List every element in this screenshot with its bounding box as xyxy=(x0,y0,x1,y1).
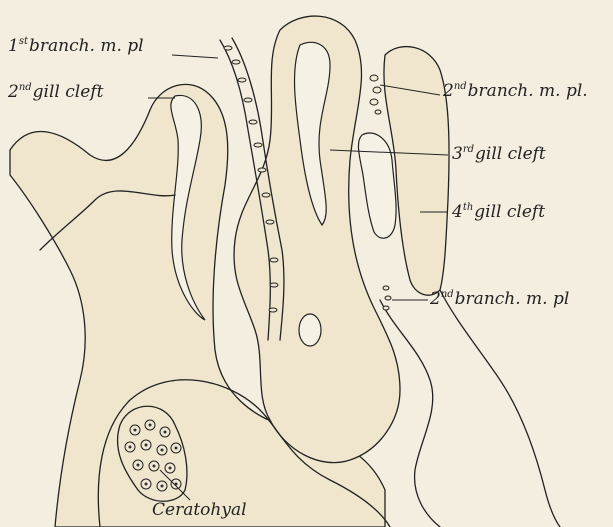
gill-cleft-4 xyxy=(358,133,396,238)
label-branch-2nd-upper-ord: 2 xyxy=(443,81,454,101)
label-branch-1st: 1stbranch. m. pl xyxy=(8,37,144,55)
label-branch-2nd-lower-sup: nd xyxy=(441,289,454,300)
label-ceratohyal-text: Ceratohyal xyxy=(152,500,247,520)
label-gill-cleft-2-text: gill cleft xyxy=(33,82,104,102)
label-branch-2nd-upper-sup: nd xyxy=(454,81,467,92)
label-ceratohyal: Ceratohyal xyxy=(152,502,247,519)
muscle-plate-cells-2-lower xyxy=(383,286,391,310)
label-branch-2nd-lower: 2ndbranch. m. pl xyxy=(430,290,569,308)
right-arch-tissue xyxy=(384,47,449,296)
label-branch-2nd-lower-ord: 2 xyxy=(430,289,441,309)
label-gill-cleft-2-ord: 2 xyxy=(8,82,19,102)
round-cavity xyxy=(299,314,321,346)
label-gill-cleft-2-sup: nd xyxy=(19,82,32,93)
label-gill-cleft-3: 3rdgill cleft xyxy=(452,145,546,163)
label-branch-1st-ord: 1 xyxy=(8,36,19,56)
label-branch-2nd-upper-text: branch. m. pl. xyxy=(468,81,588,101)
muscle-plate-cells-2-upper xyxy=(370,75,381,114)
label-branch-2nd-upper: 2ndbranch. m. pl. xyxy=(443,82,588,100)
label-branch-1st-sup: st xyxy=(19,36,28,47)
label-gill-cleft-4-ord: 4 xyxy=(452,202,463,222)
label-gill-cleft-3-sup: rd xyxy=(463,144,474,155)
label-gill-cleft-3-text: gill cleft xyxy=(475,144,546,164)
label-branch-2nd-lower-text: branch. m. pl xyxy=(455,289,570,309)
leader-branch-1st xyxy=(172,55,218,58)
label-branch-1st-text: branch. m. pl xyxy=(29,36,144,56)
label-gill-cleft-4-sup: th xyxy=(463,202,473,213)
lower-right-outline-2 xyxy=(440,290,560,527)
label-gill-cleft-4-text: gill cleft xyxy=(474,202,545,222)
label-gill-cleft-2: 2ndgill cleft xyxy=(8,83,103,101)
label-gill-cleft-4: 4thgill cleft xyxy=(452,203,545,221)
label-gill-cleft-3-ord: 3 xyxy=(452,144,463,164)
